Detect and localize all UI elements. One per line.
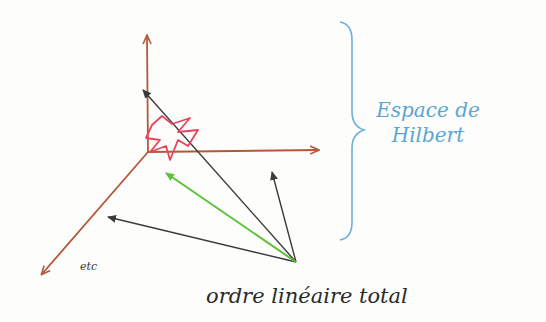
green-vector — [166, 173, 296, 262]
space-label: Espace de Hilbert — [372, 98, 484, 148]
brace — [340, 22, 364, 240]
vectors — [108, 90, 296, 262]
order-label: ordre linéaire total — [206, 283, 408, 309]
axes — [42, 36, 318, 274]
etc-label: etc — [80, 260, 97, 274]
zigzag — [146, 116, 198, 160]
